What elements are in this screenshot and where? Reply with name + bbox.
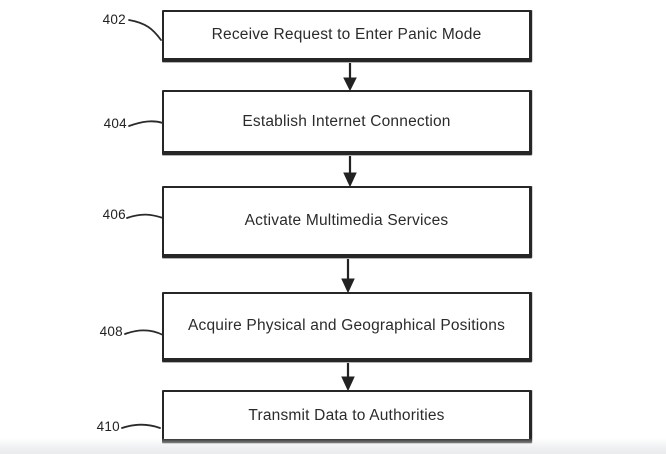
flow-step-transmit-data: Transmit Data to Authorities	[162, 390, 532, 443]
flow-step-establish-connection: Establish Internet Connection	[162, 90, 532, 155]
flow-step-label: Transmit Data to Authorities	[248, 406, 445, 424]
arrow-down-icon	[343, 63, 357, 92]
flow-step-label: Establish Internet Connection	[242, 112, 451, 130]
callout-line-406	[126, 213, 164, 219]
flow-step-label: Acquire Physical and Geographical Positi…	[187, 317, 506, 334]
flow-step-activate-multimedia: Activate Multimedia Services	[162, 186, 532, 258]
ref-label-402: 402	[102, 12, 126, 27]
callout-line-402	[128, 19, 162, 41]
flow-step-acquire-positions: Acquire Physical and Geographical Positi…	[162, 292, 532, 362]
ref-label-404: 404	[103, 116, 127, 131]
bottom-edge-strip	[0, 438, 666, 454]
ref-label-406: 406	[102, 207, 126, 222]
callout-line-404	[128, 120, 164, 127]
flow-step-receive-request: Receive Request to Enter Panic Mode	[162, 10, 532, 62]
arrow-down-icon	[341, 363, 355, 392]
flow-step-label: Activate Multimedia Services	[244, 212, 449, 229]
flow-step-label: Receive Request to Enter Panic Mode	[211, 26, 482, 43]
arrow-down-icon	[343, 156, 357, 188]
arrow-down-icon	[341, 259, 355, 294]
ref-label-408: 408	[99, 324, 123, 339]
callout-line-410	[121, 423, 161, 429]
callout-line-408	[124, 329, 164, 336]
ref-label-410: 410	[96, 419, 120, 434]
